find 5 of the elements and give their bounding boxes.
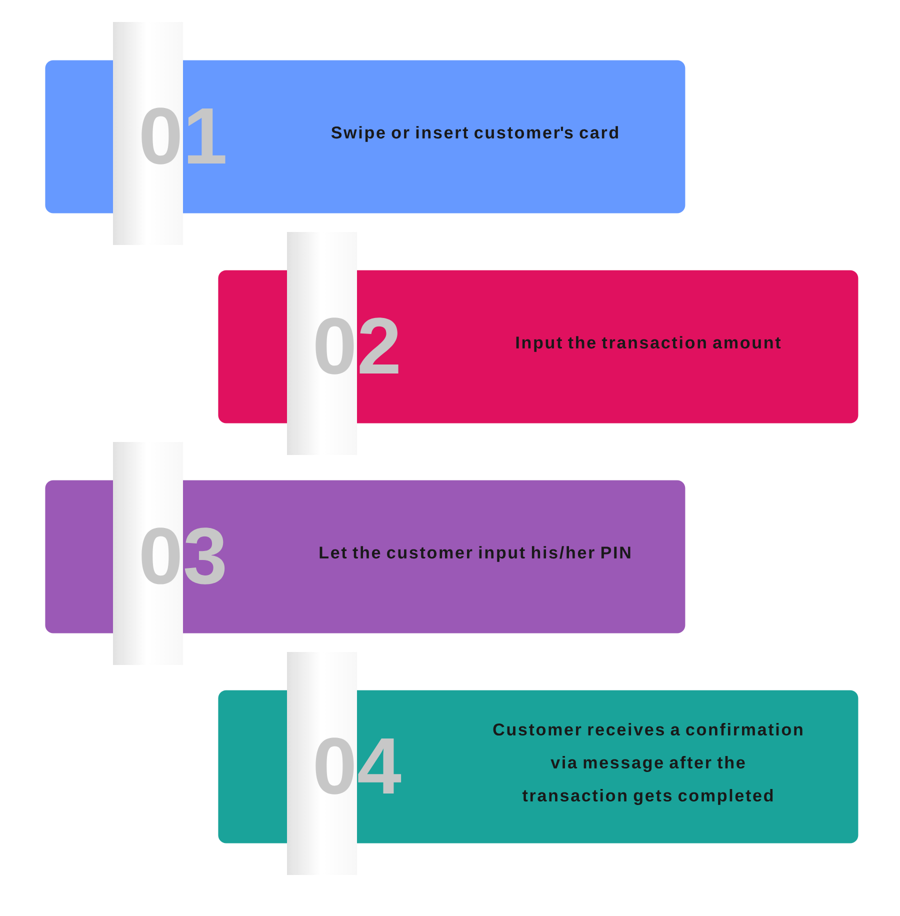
step-text: Customer receives a confirmation via message after the transaction gets completed [493,723,802,805]
step-text: Input the transaction amount [516,336,781,352]
step-text: Let the customer input his/her PIN [320,546,630,562]
step-text: Swipe or insert customer's card [331,126,618,142]
step-number: 02 [316,318,398,374]
